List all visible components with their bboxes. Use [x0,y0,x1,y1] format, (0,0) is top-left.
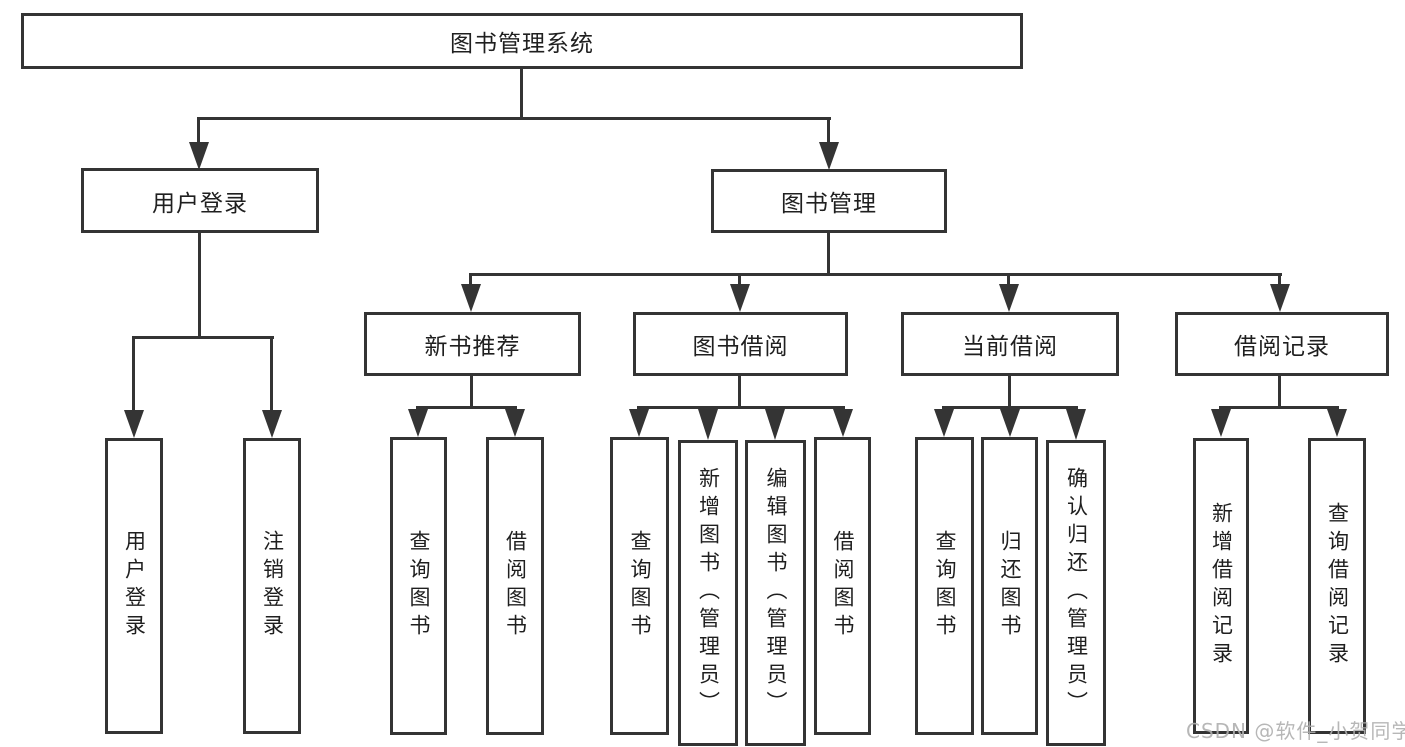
node-library-management-system: 图书管理系统 [21,13,1023,69]
connector-book-mgmt-bar [469,273,1282,276]
arrow-to-borrow-book-1 [505,409,525,437]
arrow-to-edit-book [765,409,785,440]
arrow-to-add-borrow-record [1211,409,1231,437]
node-book-borrow: 图书借阅 [633,312,848,376]
leaf-confirm-return-admin: 确认归还（管理员） [1046,440,1106,746]
node-label: 用户登录 [152,190,248,217]
node-label: 图书借阅 [692,334,789,360]
leaf-return-book: 归还图书 [981,437,1038,735]
arrow-to-query-book-3 [934,409,954,437]
leaf-query-book-1: 查询图书 [390,437,447,735]
leaf-label: 查询图书 [628,530,652,642]
csdn-watermark: CSDN @软件_小贺同学 [1186,719,1405,743]
node-new-book-recommend: 新书推荐 [364,312,581,376]
leaf-label: 确认归还（管理员） [1064,467,1089,719]
node-label: 当前借阅 [962,334,1058,360]
leaf-edit-book-admin: 编辑图书（管理员） [745,440,806,746]
leaf-query-borrow-record: 查询借阅记录 [1308,438,1366,734]
node-label: 借阅记录 [1234,334,1330,360]
leaf-add-borrow-record: 新增借阅记录 [1193,438,1249,734]
connector-stem-current-borrow [1007,273,1010,287]
connector-user-login-stem-2 [270,336,273,414]
connector-root-trunk [520,69,523,117]
connector-borrow-record-trunk [1278,376,1281,409]
leaf-label: 新增图书（管理员） [696,467,721,719]
arrow-to-new-book-recommend [461,284,481,312]
arrow-to-borrow-record [1270,284,1290,312]
arrow-to-query-borrow-record [1327,409,1347,437]
node-book-management: 图书管理 [711,169,947,233]
leaf-label: 用户登录 [122,530,147,642]
arrow-to-add-book [698,409,718,440]
leaf-add-book-admin: 新增图书（管理员） [678,440,738,746]
leaf-label: 查询图书 [933,530,957,642]
leaf-label: 查询图书 [407,530,431,642]
node-label: 图书管理 [781,191,877,217]
arrow-to-borrow-book-2 [833,409,853,437]
node-label: 图书管理系统 [450,31,594,57]
arrow-to-user-login [189,142,209,170]
node-user-login: 用户登录 [81,168,319,233]
node-borrow-record: 借阅记录 [1175,312,1389,376]
leaf-label: 编辑图书（管理员） [764,467,788,719]
connector-book-borrow-bar [637,406,845,409]
node-label: 新书推荐 [424,334,521,360]
leaf-query-book-2: 查询图书 [610,437,669,735]
leaf-label: 归还图书 [998,530,1022,642]
connector-user-login-trunk [198,233,201,336]
connector-user-login-bar [132,336,274,339]
connector-current-borrow-trunk [1008,376,1011,409]
leaf-label: 新增借阅记录 [1209,502,1234,670]
arrow-to-return-book [1000,409,1020,437]
connector-new-book-bar [416,406,517,409]
leaf-label: 借阅图书 [503,530,528,642]
connector-current-borrow-bar [942,406,1078,409]
connector-stem-book-borrow [738,273,741,287]
leaf-user-login: 用户登录 [105,438,163,734]
node-current-borrow: 当前借阅 [901,312,1119,376]
connector-new-book-trunk [470,376,473,409]
arrow-to-current-borrow [999,284,1019,312]
connector-borrow-record-bar [1219,406,1339,409]
leaf-borrow-book-2: 借阅图书 [814,437,871,735]
leaf-logout: 注销登录 [243,438,301,734]
leaf-label: 注销登录 [260,530,285,642]
connector-root-left-stem [197,117,200,144]
arrow-to-book-borrow [730,284,750,312]
connector-stem-borrow-record [1278,273,1281,287]
arrow-to-confirm-return [1066,409,1086,440]
leaf-borrow-book-1: 借阅图书 [486,437,544,735]
connector-book-borrow-trunk [738,376,741,409]
connector-root-right-stem [827,117,830,144]
leaf-query-book-3: 查询图书 [915,437,974,735]
connector-book-mgmt-trunk [827,233,830,275]
arrow-to-leaf-user-login [124,410,144,438]
leaf-label: 借阅图书 [831,530,855,642]
arrow-to-query-book-1 [408,409,428,437]
connector-user-login-stem-1 [132,336,135,414]
arrow-to-query-book-2 [629,409,649,437]
arrow-to-leaf-logout [262,410,282,438]
connector-stem-new-book [469,273,472,287]
leaf-label: 查询借阅记录 [1325,502,1350,670]
arrow-to-book-management [819,142,839,170]
connector-root-bar [197,117,831,120]
